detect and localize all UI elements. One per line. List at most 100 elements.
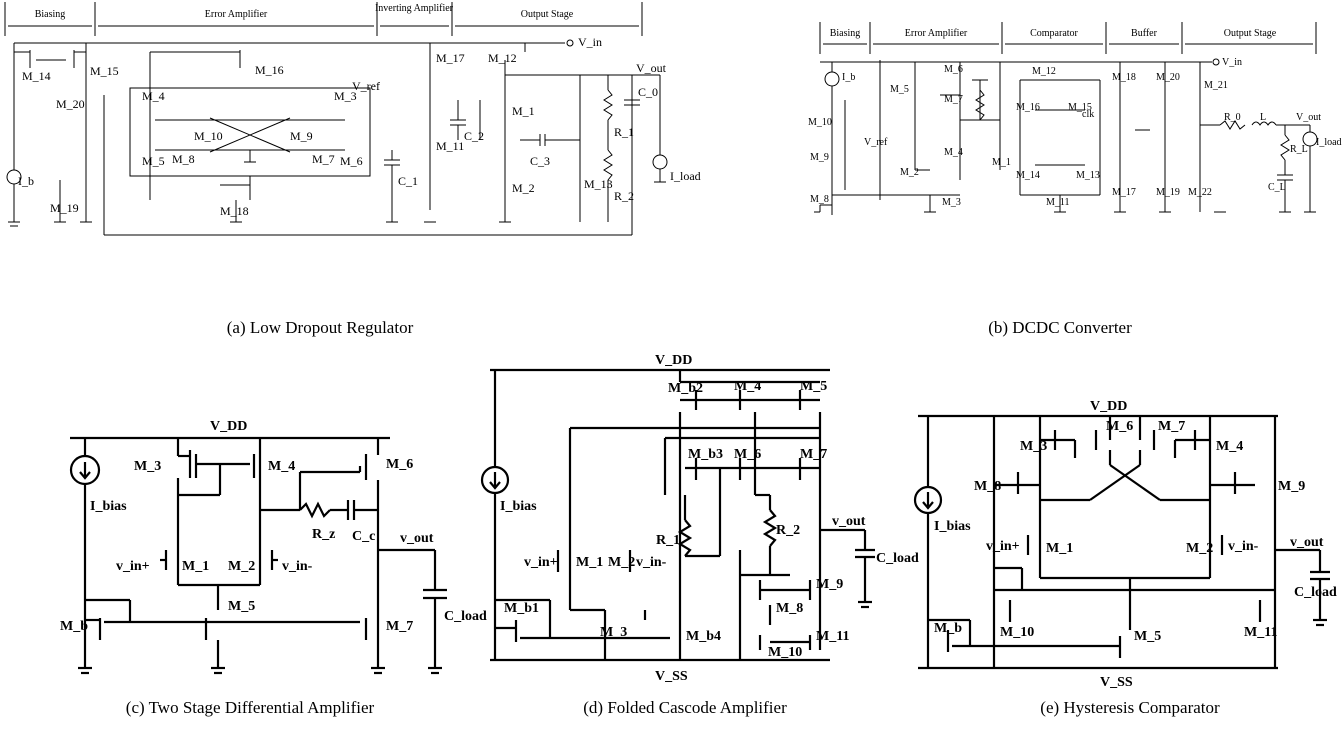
dcdc-m1-label: M_1 [992,157,1011,168]
ldo-m3-label: M_3 [334,89,357,103]
fca-vout-label: v_out [832,514,866,529]
ldo-c1-label: C_1 [398,174,418,188]
ldo-schematic: Biasing Error Amplifier Inverting Amplif… [4,2,701,236]
hc-m7-label: M_7 [1158,419,1185,434]
tsda-vinp-label: v_in+ [116,559,150,574]
fca-vss-label: V_SS [655,669,688,684]
tsda-cload-label: C_load [444,609,487,624]
dcdc-vin-label: V_in [1222,57,1242,68]
dcdc-m11-label: M_11 [1046,197,1070,208]
ldo-m20-label: M_20 [56,97,85,111]
dcdc-r0-label: R_0 [1224,112,1241,123]
caption-tsda: (c) Two Stage Differential Amplifier [125,698,375,717]
ldo-vin-label: V_in [578,35,602,49]
dcdc-ib-label: I_b [842,72,855,83]
fca-vinm-label: v_in- [636,555,667,570]
fca-m8-label: M_8 [776,601,803,616]
tsda-m7-label: M_7 [386,619,413,634]
caption-fca: (d) Folded Cascode Amplifier [583,698,787,717]
fca-mb4-label: M_b4 [686,629,721,644]
ldo-m5-label: M_5 [142,154,165,168]
caption-dcdc: (b) DCDC Converter [988,318,1132,337]
ldo-vout-label: V_out [636,61,667,75]
fca-m1-label: M_1 [576,555,603,570]
fca-r1-label: R_1 [656,533,680,548]
ldo-section-output-stage: Output Stage [521,9,574,20]
hc-vinp-label: v_in+ [986,539,1020,554]
dcdc-section-buffer: Buffer [1131,28,1158,39]
ldo-r2-label: R_2 [614,189,634,203]
hc-m3-label: M_3 [1020,439,1047,454]
hc-m10-label: M_10 [1000,625,1034,640]
fca-cload-label: C_load [876,551,919,566]
dcdc-section-biasing: Biasing [830,28,861,39]
ldo-c0-label: C_0 [638,85,658,99]
dcdc-m8-label: M_8 [810,194,829,205]
ldo-c3-label: C_3 [530,154,550,168]
dcdc-m19-label: M_19 [1156,187,1180,198]
hc-m6-label: M_6 [1106,419,1133,434]
fca-mb2-label: M_b2 [668,381,703,396]
fca-mb1-label: M_b1 [504,601,539,616]
ldo-m13-label: M_13 [584,177,613,191]
dcdc-l-label: L [1260,112,1266,123]
hc-m1-label: M_1 [1046,541,1073,556]
dcdc-iload-label: I_load [1316,137,1342,148]
tsda-m1-label: M_1 [182,559,209,574]
panel-dcdc: Biasing Error Amplifier Comparator Buffe… [808,20,1342,240]
tsda-m6-label: M_6 [386,457,413,472]
dcdc-section-output-stage: Output Stage [1224,28,1277,39]
dcdc-m20-label: M_20 [1156,72,1180,83]
dcdc-m5-label: M_5 [890,84,909,95]
dcdc-m17-label: M_17 [1112,187,1136,198]
tsda-mb-label: M_b [60,619,88,634]
panel-hc: V_DD V_SS I_bias M_3 M_6 M_7 M_4 M_8 M_9… [910,390,1342,690]
hc-m4-label: M_4 [1216,439,1243,454]
dcdc-m9-label: M_9 [810,152,829,163]
dcdc-schematic: Biasing Error Amplifier Comparator Buffe… [808,22,1342,215]
ldo-m1-label: M_1 [512,104,535,118]
hc-mb-label: M_b [934,621,962,636]
tsda-m5-label: M_5 [228,599,255,614]
hc-m11-label: M_11 [1244,625,1277,640]
dcdc-m4-label: M_4 [944,147,963,158]
dcdc-m13-label: M_13 [1076,170,1100,181]
dcdc-m21-label: M_21 [1204,80,1228,91]
hc-m8-label: M_8 [974,479,1001,494]
fca-m7-label: M_7 [800,447,827,462]
ldo-m10-label: M_10 [194,129,223,143]
tsda-rz-label: R_z [312,527,335,542]
dcdc-m14-label: M_14 [1016,170,1040,181]
dcdc-cl-label: C_L [1268,182,1286,193]
dcdc-section-error-amp: Error Amplifier [905,28,968,39]
ldo-r1-label: R_1 [614,125,634,139]
ldo-m9-label: M_9 [290,129,313,143]
ldo-m11-label: M_11 [436,139,464,153]
ldo-section-error-amp: Error Amplifier [205,9,268,20]
ldo-m6-label: M_6 [340,154,363,168]
tsda-vdd-label: V_DD [210,419,247,434]
ldo-m17-label: M_17 [436,51,465,65]
ldo-section-inverting-amp: Inverting Amplifier [375,3,454,14]
dcdc-m12-label: M_12 [1032,66,1056,77]
dcdc-vout-label: V_out [1296,112,1321,123]
ldo-m7-label: M_7 [312,152,335,166]
fca-mb3-label: M_b3 [688,447,723,462]
hc-m5-label: M_5 [1134,629,1161,644]
tsda-vinm-label: v_in- [282,559,313,574]
hc-m2-label: M_2 [1186,541,1213,556]
ldo-m18-label: M_18 [220,204,249,218]
ldo-m4-label: M_4 [142,89,165,103]
ldo-c2-label: C_2 [464,129,484,143]
dcdc-m7-label: M_7 [944,94,963,105]
ldo-m8-label: M_8 [172,152,195,166]
fca-r2-label: R_2 [776,523,800,538]
hc-schematic: V_DD V_SS I_bias M_3 M_6 M_7 M_4 M_8 M_9… [913,399,1337,690]
ldo-iload-label: I_load [670,169,701,183]
fca-m10-label: M_10 [768,645,802,660]
tsda-vout-label: v_out [400,531,434,546]
dcdc-m2-label: M_2 [900,167,919,178]
dcdc-m15-label: M_15 [1068,102,1092,113]
fca-m2-label: M_2 [608,555,635,570]
panel-tsda: V_DD I_bias M_3 M_4 M_6 M_1 M_2 v_in+ v_… [60,410,487,690]
